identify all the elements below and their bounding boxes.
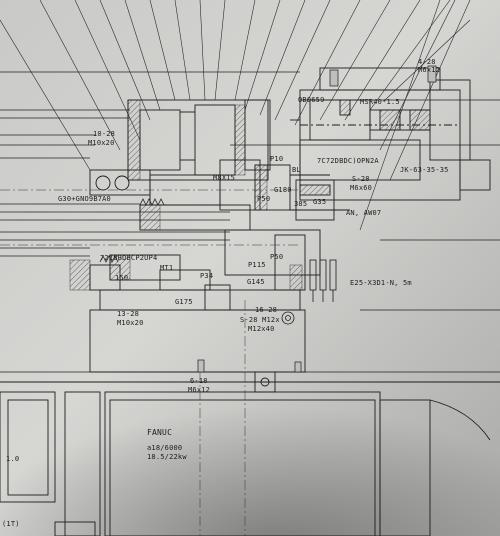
callout-g145: G145 [247, 278, 265, 286]
callout-7218bdbcp2up4: 7218BDBCP2UP4 [100, 254, 158, 262]
callout-an-aw07: AN, AW07 [346, 209, 382, 217]
callout-4-28: 4-28 [418, 58, 436, 66]
centerlines [0, 189, 300, 536]
callout-p50-lower: P50 [270, 253, 284, 261]
callout-1t: (1T) [2, 520, 20, 528]
callout-m6x12-top: M6x12 [418, 66, 441, 74]
callout-385: 385 [294, 200, 308, 208]
callout-msr40: MSR40*1.5 [360, 98, 400, 106]
callout-e25-x3d1: E25-X3D1-N, 5m [350, 279, 412, 287]
callout-motor-power: 18.5/22kw [147, 453, 187, 461]
callout-m10x20-lower: M10x20 [117, 319, 144, 327]
callout-s-28: S-28 [352, 175, 370, 183]
callout-6-18: 6-18 [190, 377, 208, 385]
callout-13-28: 13-28 [117, 310, 140, 318]
callout-g180: G180 [274, 186, 292, 194]
callout-bearing-7c72dbdc: 7C72DBDC)OPN2A [317, 157, 379, 165]
callout-m12x40: M12x40 [248, 325, 275, 333]
callout-mt1: MT1 [160, 264, 174, 272]
spindle-assembly [295, 67, 491, 221]
sensor-probes [281, 259, 337, 325]
callout-p34: P34 [200, 272, 214, 280]
callout-jk-63-35-35: JK-63-35-35 [400, 166, 449, 174]
spring-coils [99, 198, 165, 263]
motor-base [0, 309, 500, 536]
bolts [197, 65, 437, 373]
callout-150: 150 [115, 274, 129, 282]
callout-m8x15: M8X15 [213, 174, 236, 182]
callout-p115: P115 [248, 261, 266, 269]
callout-g175: G175 [175, 298, 193, 306]
callout-p50-upper: P50 [257, 195, 271, 203]
callout-bl: BL [292, 166, 301, 174]
callout-16-28: 16-28 [255, 306, 278, 314]
callout-g30-gno9b7a0: G30+GNO9B7A0 [58, 195, 111, 203]
callout-m6x12-lower: M6x12 [188, 386, 211, 394]
callout-ob0659: OB0659 [298, 96, 325, 104]
callout-s-28-m12: S-28 M12x [240, 316, 280, 324]
callout-m6x60: M6x60 [350, 184, 373, 192]
callout-10-28: 10-28 [93, 130, 116, 138]
callout-1-0: 1.0 [6, 455, 20, 463]
paper-shadow [0, 300, 500, 536]
callout-m10x20-top: M10x20 [88, 139, 115, 147]
callout-motor-model: a18/6000 [147, 444, 183, 452]
callout-p10: P10 [270, 155, 284, 163]
section-hatching [69, 99, 303, 291]
callout-fanuc: FANUC [147, 428, 173, 437]
callout-g35: G35 [313, 198, 327, 206]
